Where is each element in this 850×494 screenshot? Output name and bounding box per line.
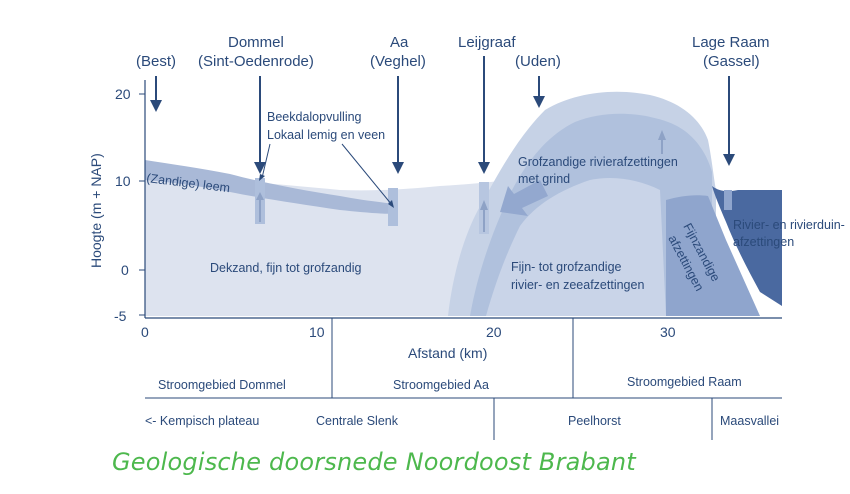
- up-arrow-icon: [256, 192, 264, 222]
- caption: Geologische doorsnede Noordoost Brabant: [112, 448, 636, 476]
- stroomgebied-dommel: Stroomgebied Dommel: [158, 378, 286, 392]
- x-tick-label: 10: [309, 324, 325, 340]
- place-uden: (Uden): [515, 53, 561, 70]
- pointer-line: [261, 143, 271, 179]
- layer-fijnzandig: [666, 195, 760, 316]
- region-maasvallei: Maasvallei: [720, 414, 779, 428]
- place-dommel: Dommel: [228, 34, 284, 51]
- down-arrow-icon: [392, 162, 404, 174]
- pointer-arrowhead-icon: [259, 174, 265, 181]
- label-rivierduin-line1: Rivier- en rivierduin-: [733, 218, 845, 232]
- place-aa: Aa: [390, 34, 409, 51]
- label-rivierduin-line2: afzettingen: [733, 235, 794, 249]
- beekdal-pipe-lageraam: [724, 190, 732, 210]
- layer-leem: [145, 160, 396, 214]
- x-tick-label: 0: [141, 324, 149, 340]
- axes: 20 10 0 -5 Hoogte (m + NAP) 0 10 20 30 A…: [88, 80, 782, 361]
- down-arrow-icon: [533, 96, 545, 108]
- stroomgebied-raam: Stroomgebied Raam: [627, 375, 742, 389]
- region-centrale-slenk: Centrale Slenk: [316, 414, 399, 428]
- layer-fijngrof: [486, 178, 666, 316]
- pointer-arrowhead-icon: [388, 200, 394, 208]
- y-tick-label: 10: [115, 173, 131, 189]
- place-gassel: (Gassel): [703, 53, 760, 70]
- layer-rivierduin: [712, 186, 782, 306]
- cross-section-layers: [145, 91, 782, 316]
- y-tick-label: 20: [115, 86, 131, 102]
- label-fijngrof-line1: Fijn- tot grofzandige: [511, 260, 622, 274]
- place-veghel: (Veghel): [370, 53, 426, 70]
- up-arrow-icon: [480, 200, 488, 232]
- place-lage-raam: Lage Raam: [692, 34, 770, 51]
- region-kempisch-plateau: <- Kempisch plateau: [145, 414, 259, 428]
- place-sint-oedenrode: (Sint-Oedenrode): [198, 53, 314, 70]
- flow-arrow-icon: [500, 180, 548, 216]
- down-arrow-icon: [478, 162, 490, 174]
- label-beekdal-line1: Beekdalopvulling: [267, 110, 362, 124]
- y-tick-label: 0: [121, 262, 129, 278]
- x-axis-label: Afstand (km): [408, 345, 487, 361]
- x-tick-label: 20: [486, 324, 502, 340]
- label-fijngrof-line2: rivier- en zeeafzettingen: [511, 278, 644, 292]
- up-arrow-icon: [658, 130, 666, 154]
- stroomgebied-aa: Stroomgebied Aa: [393, 378, 489, 392]
- place-best: (Best): [136, 53, 176, 70]
- place-labels: (Best) Dommel (Sint-Oedenrode) Aa (Veghe…: [136, 34, 770, 174]
- down-arrow-icon: [254, 162, 266, 174]
- y-tick-label: -5: [114, 308, 127, 324]
- x-tick-label: 30: [660, 324, 676, 340]
- region-table: Stroomgebied Dommel Stroomgebied Aa Stro…: [145, 318, 782, 440]
- pointer-line: [341, 143, 393, 206]
- place-leijgraaf: Leijgraaf: [458, 34, 516, 51]
- region-peelhorst: Peelhorst: [568, 414, 621, 428]
- y-axis-label: Hoogte (m + NAP): [88, 153, 104, 268]
- label-dekzand: Dekzand, fijn tot grofzandig: [210, 261, 362, 275]
- down-arrow-icon: [150, 100, 162, 112]
- label-beekdal-line2: Lokaal lemig en veen: [267, 128, 385, 142]
- label-grofzandig-line2: met grind: [518, 172, 570, 186]
- down-arrow-icon: [723, 154, 735, 166]
- label-grofzandig-line1: Grofzandige rivierafzettingen: [518, 155, 678, 169]
